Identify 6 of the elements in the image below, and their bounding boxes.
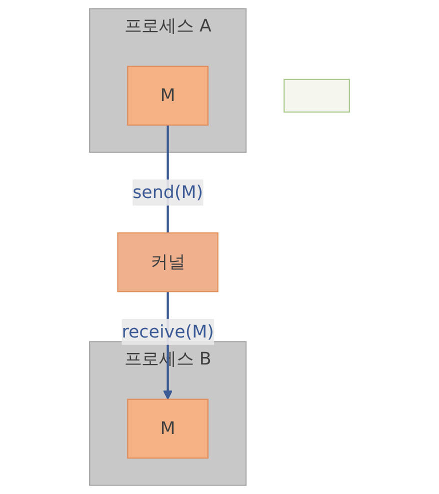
edge-label: send(M) xyxy=(132,182,204,202)
node-box xyxy=(284,78,350,113)
node-box: M xyxy=(127,398,209,459)
node-box: 커널 xyxy=(117,232,218,292)
edge-label: receive(M) xyxy=(122,320,214,342)
node-box: M xyxy=(127,66,209,126)
